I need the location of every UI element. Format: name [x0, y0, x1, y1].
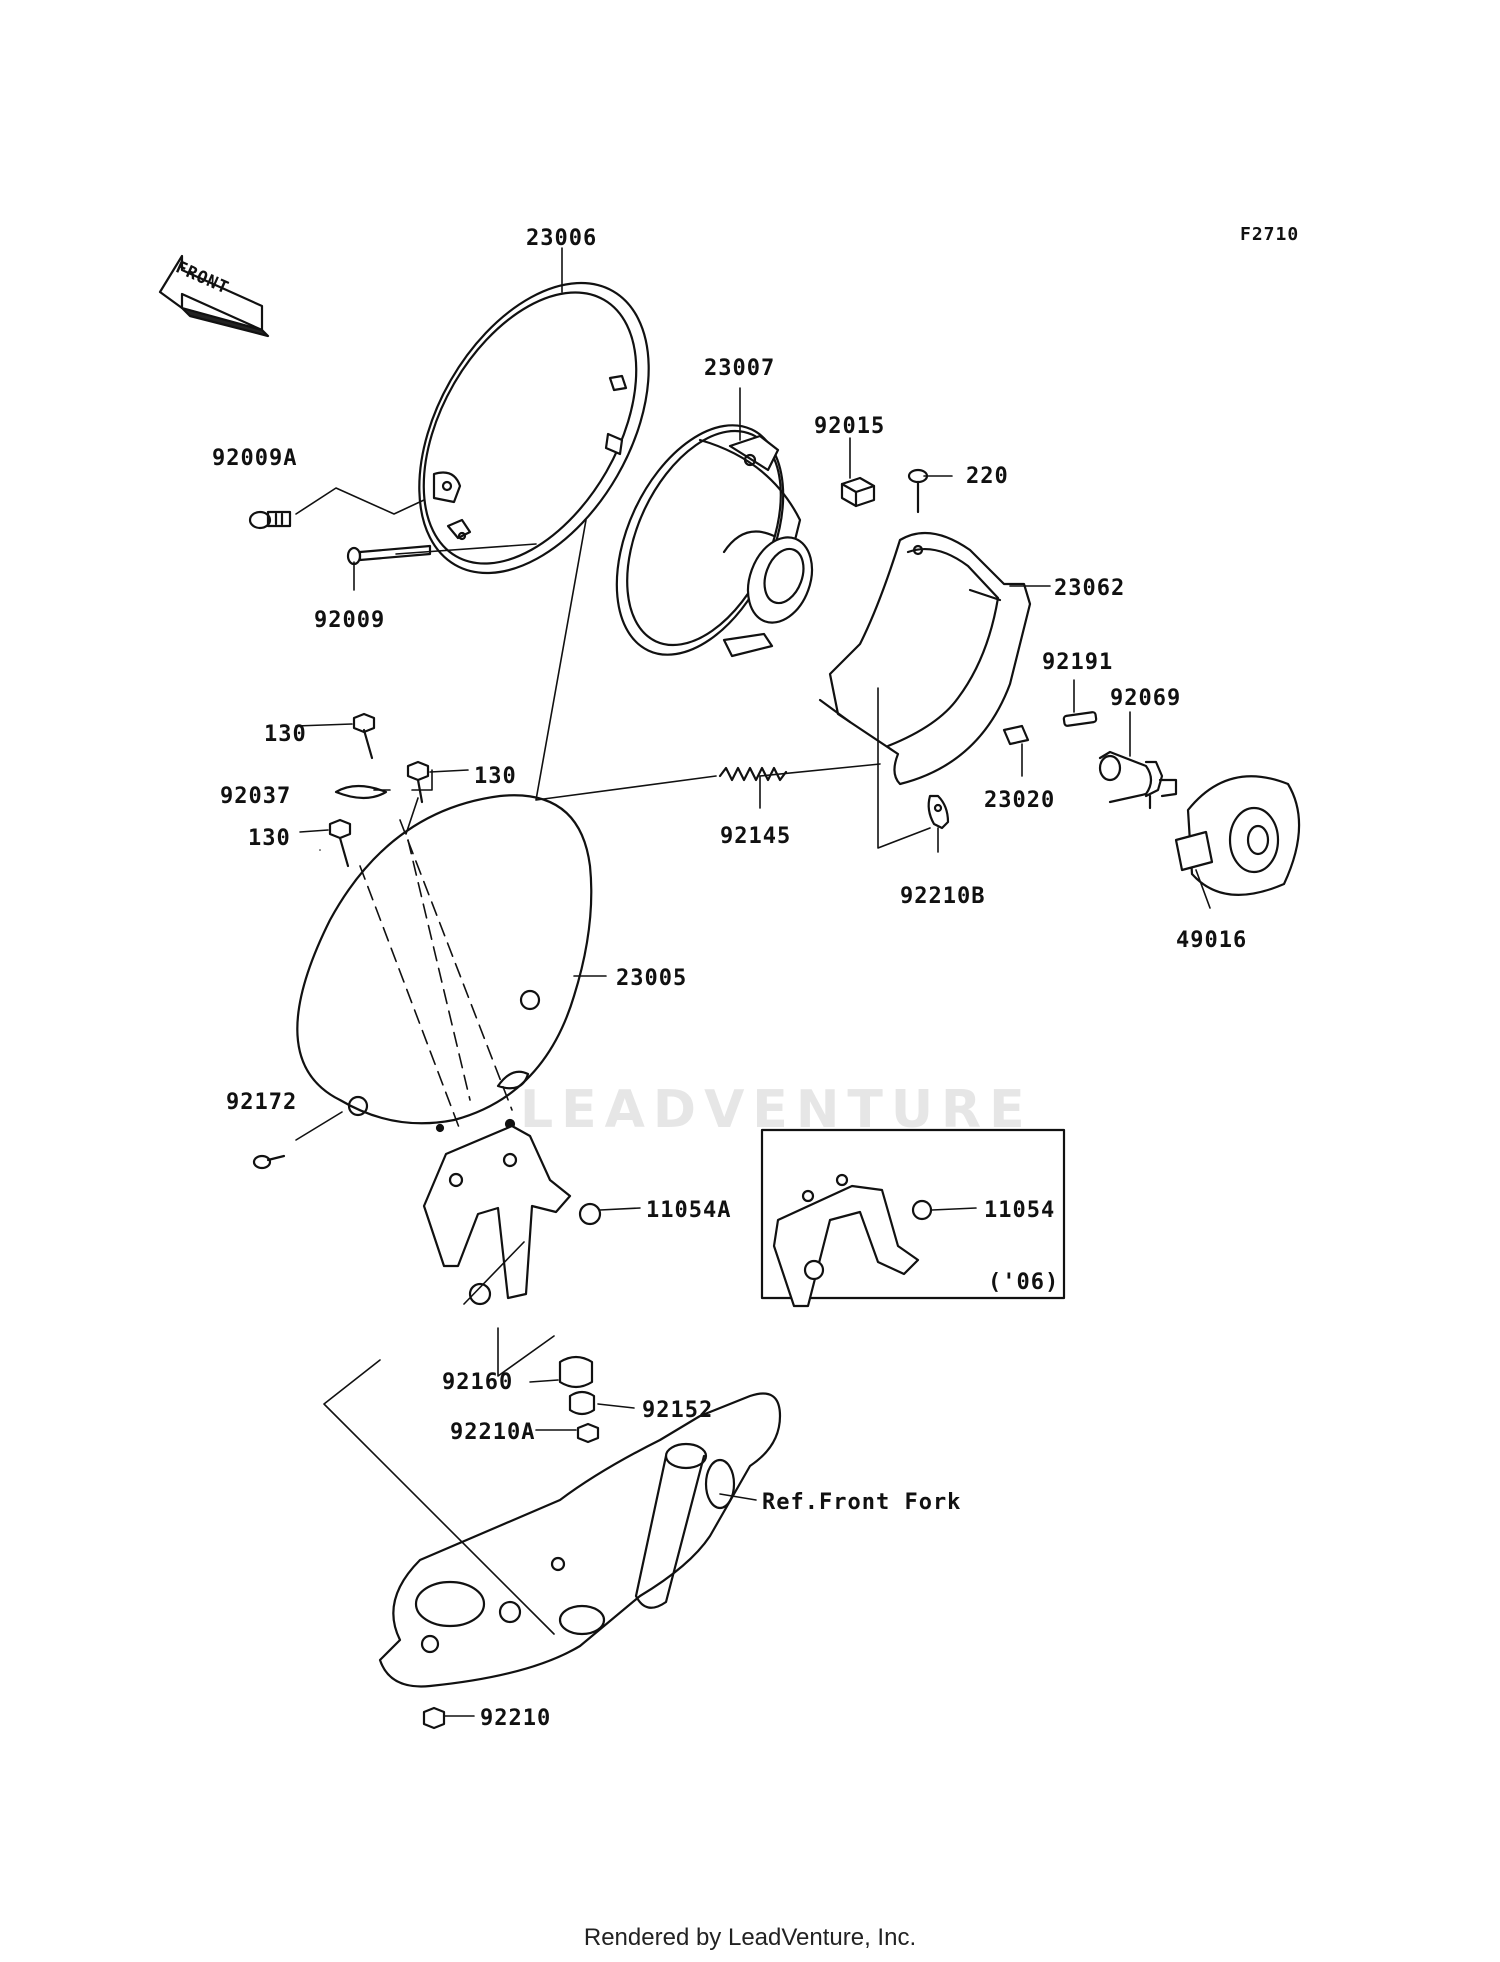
headlight-shell-23005	[296, 794, 593, 1133]
label-11054[interactable]: 11054	[984, 1198, 1056, 1223]
inset-box-11054	[760, 1128, 1066, 1308]
block-23020	[1002, 724, 1030, 746]
label-23005[interactable]: 23005	[616, 966, 688, 991]
label-220[interactable]: 220	[966, 464, 1009, 489]
label-23006[interactable]: 23006	[526, 226, 598, 251]
label-23020[interactable]: 23020	[984, 788, 1056, 813]
label-23007[interactable]: 23007	[704, 356, 776, 381]
label-92009[interactable]: 92009	[314, 608, 386, 633]
label-92145[interactable]: 92145	[720, 824, 792, 849]
label-92009A[interactable]: 92009A	[212, 446, 298, 471]
bracket-11054A	[422, 1124, 602, 1306]
front-fork-stem	[378, 1392, 782, 1688]
nut-92210A	[576, 1422, 600, 1444]
pin-92191	[1062, 711, 1098, 727]
bulb-92069	[1098, 750, 1178, 810]
bolt-130-lower	[328, 818, 352, 868]
label-92191[interactable]: 92191	[1042, 650, 1114, 675]
label-23062[interactable]: 23062	[1054, 576, 1126, 601]
bracket-23062	[818, 531, 1032, 786]
bolt-130-right	[406, 760, 430, 804]
front-arrow-icon	[158, 254, 270, 338]
grommet-92160	[558, 1355, 594, 1389]
label-130-right[interactable]: 130	[474, 764, 517, 789]
label-92210A[interactable]: 92210A	[450, 1420, 536, 1445]
label-92037[interactable]: 92037	[220, 784, 292, 809]
label-92069[interactable]: 92069	[1110, 686, 1182, 711]
label-92210B[interactable]: 92210B	[900, 884, 986, 909]
cover-49016	[1174, 775, 1301, 896]
label-92152[interactable]: 92152	[642, 1398, 714, 1423]
bolt-130-upper	[352, 712, 376, 760]
label-11054A[interactable]: 11054A	[646, 1198, 732, 1223]
footer-credit: Rendered by LeadVenture, Inc.	[583, 1924, 917, 1951]
label-92015[interactable]: 92015	[814, 414, 886, 439]
washer-92037	[334, 784, 388, 800]
label-ref-front-fork[interactable]: Ref.Front Fork	[762, 1490, 962, 1515]
nut-92015	[840, 476, 876, 508]
label-49016[interactable]: 49016	[1176, 928, 1248, 953]
headlight-rim-23006	[418, 281, 650, 575]
label-130-lower[interactable]: 130	[248, 826, 291, 851]
label-92160[interactable]: 92160	[442, 1370, 514, 1395]
headlight-unit-23007	[615, 424, 814, 658]
screw-92009	[346, 544, 432, 566]
bolt-92009A	[248, 510, 292, 530]
spring-92145	[718, 766, 788, 782]
watermark: LEADVENTURE	[520, 1080, 1033, 1140]
label-92172[interactable]: 92172	[226, 1090, 298, 1115]
leader-lines	[295, 247, 1211, 1717]
figure-code: F2710	[1240, 224, 1300, 245]
screw-92172	[252, 1154, 286, 1170]
clip-92210B	[927, 794, 950, 830]
label-92210[interactable]: 92210	[480, 1706, 552, 1731]
inset-note: ('06)	[988, 1270, 1060, 1295]
nut-92210	[422, 1706, 446, 1730]
collar-92152	[568, 1390, 596, 1416]
label-130-upper[interactable]: 130	[264, 722, 307, 747]
